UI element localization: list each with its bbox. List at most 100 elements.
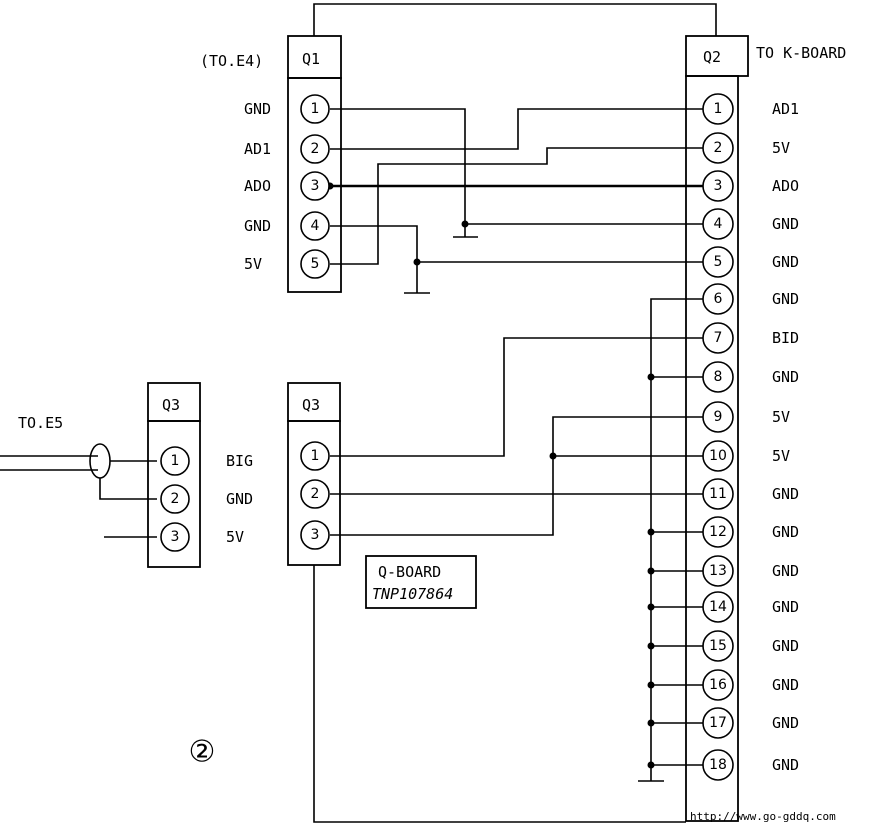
q2-pin-number: 14 <box>709 599 727 615</box>
q1-pin4-wire <box>330 225 418 293</box>
junction-dot <box>647 528 655 536</box>
q1-pin-circle <box>300 134 330 164</box>
q2-pin-circle <box>702 440 734 472</box>
q1-gnd-wire <box>330 108 466 224</box>
q2-pin-circle <box>702 208 734 240</box>
q3-left-pin-circle <box>160 484 190 514</box>
q1-pin-number: 5 <box>311 256 320 272</box>
q2-pin-label: GND <box>772 253 799 271</box>
junction-dot <box>413 258 421 266</box>
q3-right-pin-circle <box>300 479 330 509</box>
q2-pin-number: 10 <box>709 448 727 464</box>
board-outline-bottom <box>313 565 686 823</box>
q2-pin-label: GND <box>772 485 799 503</box>
q3-right-pin-number: 3 <box>311 527 320 543</box>
q2-pin-circle <box>702 555 734 587</box>
q2-pin-number: 12 <box>709 524 727 540</box>
q2-pin-circle <box>702 361 734 393</box>
q2-pin-number: 15 <box>709 638 727 654</box>
q3-left-pin-label: 5V <box>226 528 244 546</box>
q3-right-pin-number: 2 <box>311 486 320 502</box>
q1-pin-label: ADO <box>244 177 271 195</box>
junction-dot <box>647 761 655 769</box>
q3-left-header-label: Q3 <box>162 396 180 414</box>
q3r-pin3-wire <box>330 416 706 536</box>
q2-pin-label: GND <box>772 714 799 732</box>
q3-left-pin-circle <box>160 446 190 476</box>
q3-left-body <box>147 420 201 568</box>
q2-pin-number: 4 <box>714 216 723 232</box>
q2-pin-circle <box>702 707 734 739</box>
q1-pin-number: 1 <box>311 101 320 117</box>
q2-pin-number: 7 <box>714 330 723 346</box>
q2-pin-circle <box>702 283 734 315</box>
q2-pin-label: GND <box>772 368 799 386</box>
q2-gnd-bus <box>650 298 706 781</box>
q1-pin-label: AD1 <box>244 140 271 158</box>
q2-pin-number: 3 <box>714 178 723 194</box>
q2-pin-label: GND <box>772 290 799 308</box>
q1-pin-label: GND <box>244 100 271 118</box>
q2-pin-label: BID <box>772 329 799 347</box>
q2-pin-number: 13 <box>709 563 727 579</box>
q2-pin-label: GND <box>772 523 799 541</box>
q2-pin-label: 5V <box>772 139 790 157</box>
q2-pin-label: GND <box>772 598 799 616</box>
q-board-label-box <box>365 555 477 609</box>
q2-pin-circle <box>702 93 734 125</box>
q1-pin-number: 4 <box>311 218 320 234</box>
junction-dot <box>461 220 469 228</box>
q1-pin-circle <box>300 171 330 201</box>
q1-header-label: Q1 <box>302 50 320 68</box>
q3-left-pin-label: GND <box>226 490 253 508</box>
q2-pin-circle <box>702 516 734 548</box>
q3-left-pin-label: BIG <box>226 452 253 470</box>
junction-dot <box>647 373 655 381</box>
q3-left-pin-circle <box>160 522 190 552</box>
q1-pin-label: GND <box>244 217 271 235</box>
q3-right-pin-circle <box>300 441 330 471</box>
q2-pin-label: 5V <box>772 408 790 426</box>
q3-left-pin-number: 3 <box>171 529 180 545</box>
watermark-url: http://www.go-gddq.com <box>690 810 836 823</box>
q2-pin-number: 16 <box>709 677 727 693</box>
q2-pin-circle <box>702 401 734 433</box>
q2-pin-circle <box>702 478 734 510</box>
q2-pin-label: AD1 <box>772 100 799 118</box>
q2-pin-label: GND <box>772 215 799 233</box>
q1-note: (TO.E4) <box>200 52 263 70</box>
q2-pin-circle <box>702 630 734 662</box>
q2-pin-label: 5V <box>772 447 790 465</box>
q2-pin-circle <box>702 322 734 354</box>
q2-pin-number: 18 <box>709 757 727 773</box>
q2-pin-label: ADO <box>772 177 799 195</box>
q3-right-pin-number: 1 <box>311 448 320 464</box>
q2-pin-number: 1 <box>714 101 723 117</box>
q3-right-pin-circle <box>300 520 330 550</box>
q1-ad1-wire <box>330 108 706 150</box>
junction-dot <box>647 719 655 727</box>
q2-pin-number: 9 <box>714 409 723 425</box>
q2-pin-circle <box>702 749 734 781</box>
q3r-pin1-wire <box>330 337 706 457</box>
q2-body <box>685 75 739 822</box>
q3-right-body <box>287 420 341 566</box>
q2-pin-number: 2 <box>714 140 723 156</box>
q1-5v-wire <box>330 147 706 265</box>
q1-pin-label: 5V <box>244 255 262 273</box>
q2-header-label: Q2 <box>703 48 721 66</box>
junction-dot <box>647 567 655 575</box>
q2-pin-label: GND <box>772 676 799 694</box>
cable-shield <box>89 443 111 479</box>
junction-dot <box>647 642 655 650</box>
q2-pin-circle <box>702 170 734 202</box>
q2-pin-circle <box>702 132 734 164</box>
q2-pin-number: 8 <box>714 369 723 385</box>
junction-dot <box>647 681 655 689</box>
q2-pin-number: 17 <box>709 715 727 731</box>
